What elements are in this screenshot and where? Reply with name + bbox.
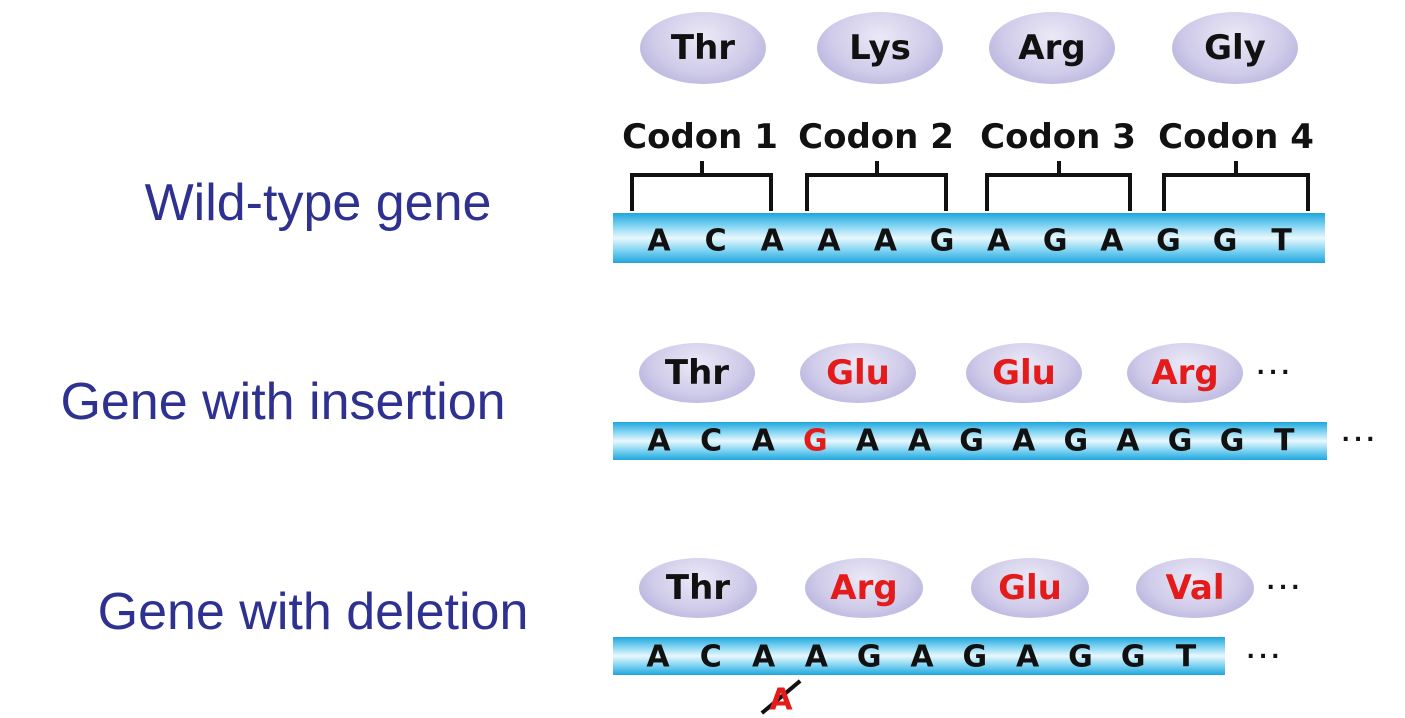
amino-acid-wild: Arg (989, 12, 1115, 84)
codon-bracket (630, 161, 773, 211)
nucleotide-deletion: G (1120, 639, 1146, 675)
codon-bracket (805, 161, 948, 211)
nucleotide-insertion: G (1063, 423, 1089, 459)
amino-acid-deletion: Arg (805, 558, 923, 618)
ellipsis-insertion: ··· (1256, 360, 1294, 386)
nucleotide-insertion: A (1012, 423, 1036, 459)
nucleotide-insertion: T (1273, 423, 1295, 459)
nucleotide-wild: G (1212, 223, 1238, 259)
amino-acid-deletion: Glu (971, 558, 1089, 618)
nucleotide-deletion: A (1015, 639, 1040, 675)
nucleotide-insertion: A (751, 423, 775, 459)
amino-acid-wild: Thr (640, 12, 766, 84)
nucleotide-deletion: A (910, 639, 934, 675)
nucleotide-insertion: A (907, 423, 932, 459)
nucleotide-insertion: A (647, 423, 671, 459)
nucleotide-insertion: G (802, 423, 828, 459)
ellipsis-deletion: ··· (1266, 575, 1304, 601)
nucleotide-insertion: G (1167, 423, 1193, 459)
nucleotide-wild: T (1271, 223, 1292, 259)
amino-acid-insertion: Glu (966, 343, 1082, 403)
amino-acid-deletion: Thr (639, 558, 757, 618)
label-insertion: Gene with insertion (60, 373, 506, 431)
label-wild-type: Wild-type gene (144, 174, 492, 232)
nucleotide-deletion: A (646, 639, 670, 675)
nucleotide-wild: G (929, 223, 955, 259)
codon-bracket (1162, 161, 1310, 211)
deleted-nucleotide: A (769, 682, 793, 718)
amino-acid-wild: Gly (1172, 12, 1298, 84)
nucleotide-wild: C (704, 223, 727, 259)
amino-acid-insertion: Glu (800, 343, 916, 403)
nucleotide-wild: A (873, 223, 897, 259)
nucleotide-wild: A (647, 223, 671, 259)
nucleotide-wild: A (760, 223, 784, 259)
nucleotide-wild: G (1156, 223, 1181, 259)
nucleotide-wild: A (1100, 223, 1124, 259)
codon-label: Codon 4 (1158, 117, 1314, 157)
amino-acid-wild: Lys (817, 12, 943, 84)
nucleotide-insertion: G (1219, 423, 1245, 459)
dna-strand-deletion (613, 637, 1225, 675)
nucleotide-wild: A (986, 223, 1011, 259)
ellipsis-deletion: ··· (1246, 644, 1284, 670)
amino-acid-deletion: Val (1136, 558, 1254, 618)
nucleotide-deletion: G (856, 639, 882, 675)
nucleotide-deletion: T (1175, 639, 1197, 675)
dna-strand-insertion (613, 422, 1327, 460)
nucleotide-deletion: A (751, 639, 776, 675)
nucleotide-insertion: A (1116, 423, 1140, 459)
nucleotide-insertion: A (855, 423, 879, 459)
amino-acid-insertion: Thr (639, 343, 755, 403)
codon-label: Codon 2 (798, 117, 954, 157)
nucleotide-wild: G (1042, 223, 1068, 259)
codon-label: Codon 1 (622, 117, 778, 157)
nucleotide-deletion: C (699, 639, 722, 675)
nucleotide-insertion: C (700, 423, 723, 459)
codon-label: Codon 3 (980, 117, 1136, 157)
nucleotide-wild: A (817, 223, 841, 259)
nucleotide-deletion: G (962, 639, 988, 675)
nucleotide-deletion: G (1068, 639, 1093, 675)
nucleotide-deletion: A (804, 639, 828, 675)
amino-acid-insertion: Arg (1127, 343, 1243, 403)
nucleotide-insertion: G (959, 423, 984, 459)
codon-bracket (985, 161, 1132, 211)
label-deletion: Gene with deletion (97, 583, 529, 641)
ellipsis-insertion: ··· (1341, 427, 1379, 453)
dna-strand-wild (613, 213, 1325, 263)
